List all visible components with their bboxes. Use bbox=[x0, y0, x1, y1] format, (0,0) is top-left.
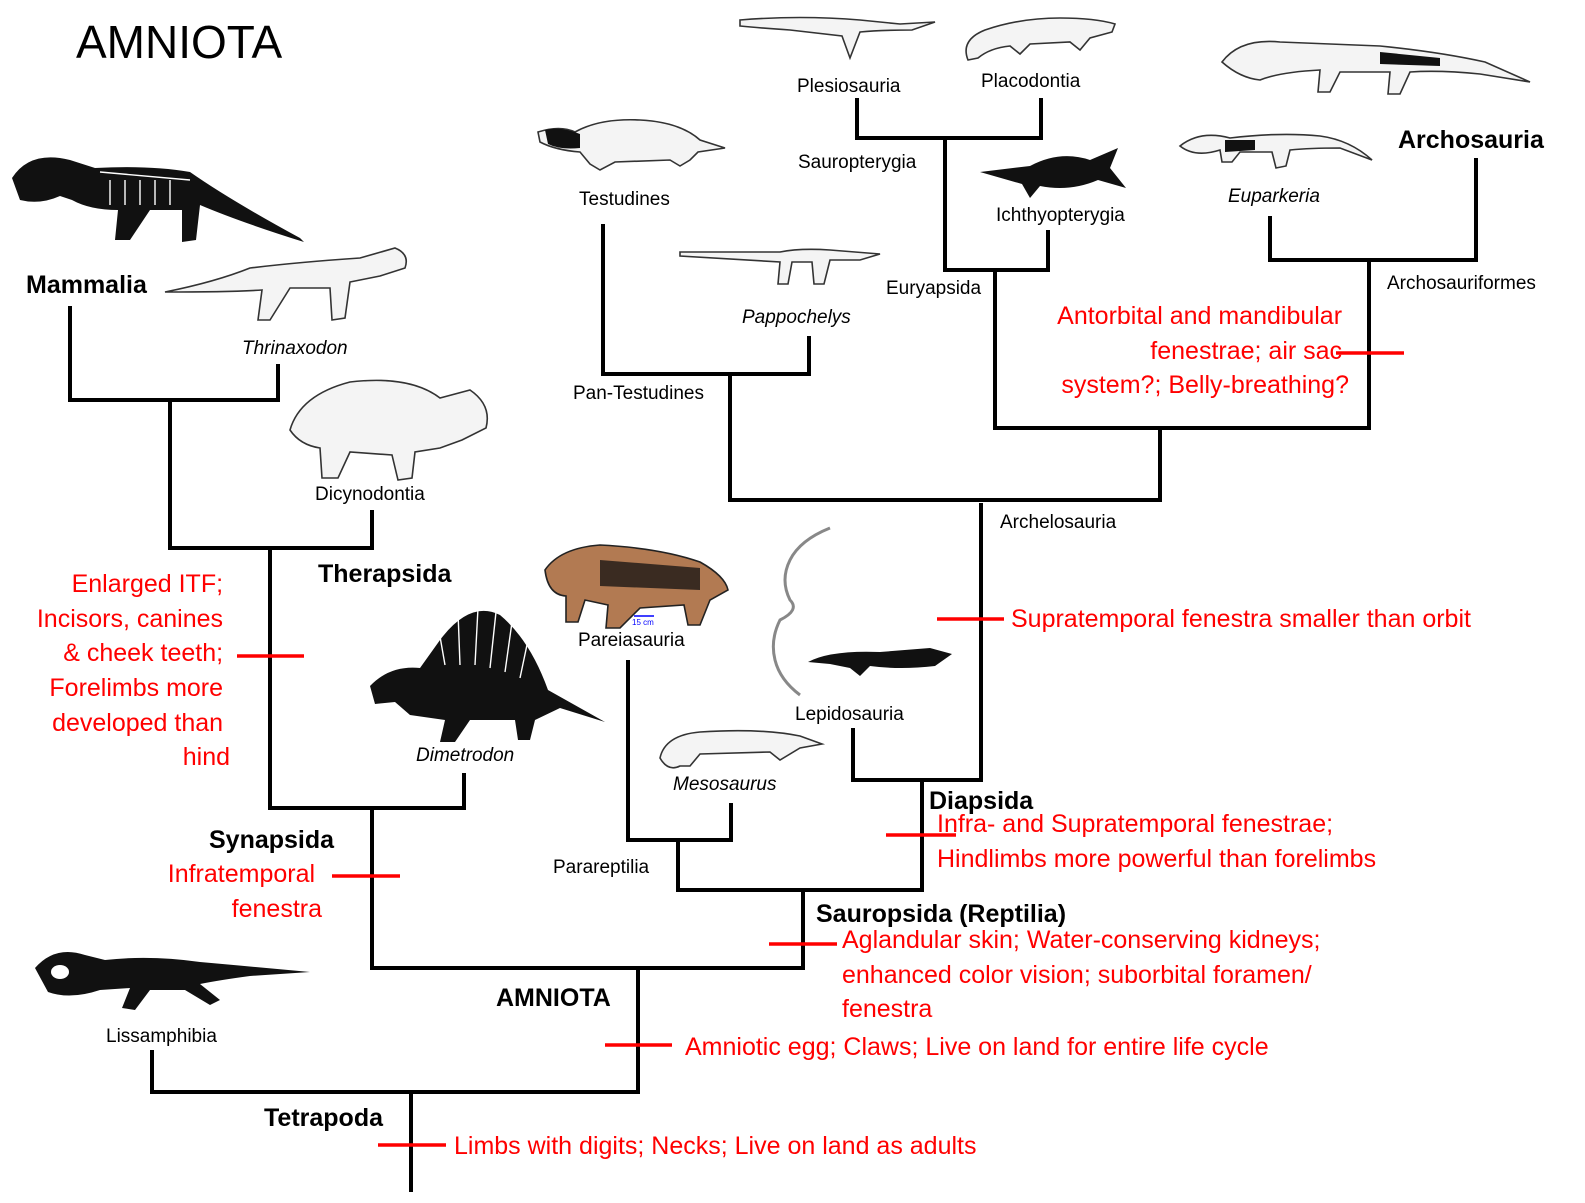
label-sauropsida: Sauropsida (Reptilia) bbox=[816, 900, 1066, 928]
label-synapsida: Synapsida bbox=[209, 826, 335, 854]
synapomorphies-therapsida: Enlarged ITF; Incisors, canines & cheek … bbox=[37, 570, 230, 771]
synapomorphies-synapsida: Infratemporal fenestra bbox=[168, 860, 322, 923]
label-diapsida: Diapsida bbox=[929, 787, 1034, 815]
placodontia-skeleton-illustration bbox=[965, 17, 1117, 61]
label-therapsida: Therapsida bbox=[318, 560, 452, 588]
label-pan-testudines: Pan-Testudines bbox=[573, 383, 704, 404]
diagram-title: AMNIOTA bbox=[76, 16, 282, 68]
synapomorphies-tetrapoda: Limbs with digits; Necks; Live on land a… bbox=[454, 1132, 976, 1160]
synapomorphy-ticks bbox=[237, 351, 1404, 1147]
plesiosauria-skeleton-illustration bbox=[739, 16, 936, 61]
taxon-labels: Mammalia Thrinaxodon Dicynodontia Therap… bbox=[26, 71, 1545, 1132]
synapomorphies-sauropsida: Aglandular skin; Water-conserving kidney… bbox=[842, 926, 1327, 1023]
label-dicynodontia: Dicynodontia bbox=[315, 484, 425, 505]
scale-bar-label: 15 cm bbox=[632, 618, 654, 627]
lissamphibia-skeleton-illustration bbox=[35, 951, 310, 1010]
label-sauropterygia: Sauropterygia bbox=[798, 152, 917, 173]
dimetrodon-skeleton-illustration bbox=[370, 607, 605, 742]
synapomorphies-amniota: Amniotic egg; Claws; Live on land for en… bbox=[685, 1033, 1269, 1061]
label-thrinaxodon: Thrinaxodon bbox=[242, 338, 348, 359]
label-lissamphibia: Lissamphibia bbox=[106, 1026, 217, 1047]
label-amniota-node: AMNIOTA bbox=[496, 984, 611, 1012]
synapomorphies-archosauriformes: Antorbital and mandibular fenestrae; air… bbox=[1057, 302, 1349, 399]
label-mammalia: Mammalia bbox=[26, 271, 148, 299]
label-archosauriformes: Archosauriformes bbox=[1387, 273, 1536, 294]
label-tetrapoda: Tetrapoda bbox=[264, 1104, 384, 1132]
label-dimetrodon: Dimetrodon bbox=[416, 745, 514, 766]
label-pappochelys: Pappochelys bbox=[742, 307, 851, 328]
synapomorphies-diapsida: Infra- and Supratemporal fenestrae; Hind… bbox=[937, 810, 1376, 873]
mammalia-skeleton-illustration bbox=[12, 157, 304, 242]
label-placodontia: Placodontia bbox=[981, 71, 1081, 92]
label-lepidosauria: Lepidosauria bbox=[795, 704, 904, 725]
synapomorphy-labels: Enlarged ITF; Incisors, canines & cheek … bbox=[37, 302, 1471, 1160]
label-pareiasauria: Pareiasauria bbox=[578, 630, 685, 651]
label-archelosauria: Archelosauria bbox=[1000, 512, 1117, 533]
label-ichthyopterygia: Ichthyopterygia bbox=[996, 205, 1125, 226]
label-euryapsida: Euryapsida bbox=[886, 278, 981, 299]
euparkeria-skeleton-illustration bbox=[1178, 133, 1373, 169]
label-euparkeria: Euparkeria bbox=[1228, 186, 1320, 207]
thrinaxodon-skeleton-illustration bbox=[164, 247, 408, 321]
tree-branches bbox=[68, 98, 1478, 1192]
label-mesosaurus: Mesosaurus bbox=[673, 774, 777, 795]
label-parareptilia: Parareptilia bbox=[553, 857, 650, 878]
dicynodontia-skeleton-illustration bbox=[289, 379, 489, 481]
ichthyopterygia-skeleton-illustration bbox=[980, 148, 1126, 198]
pareiasauria-skeleton-illustration: 15 cm bbox=[544, 544, 729, 629]
lepidosauria-skeleton-illustration bbox=[771, 526, 952, 697]
label-archosauria: Archosauria bbox=[1398, 126, 1545, 154]
testudines-skeleton-illustration bbox=[537, 118, 726, 171]
mesosaurus-skeleton-illustration bbox=[659, 729, 826, 769]
archosauria-skeleton-illustration bbox=[1220, 40, 1531, 95]
synapomorphies-archelosauria: Supratemporal fenestra smaller than orbi… bbox=[1011, 605, 1471, 633]
pappochelys-skeleton-illustration bbox=[679, 248, 881, 285]
label-plesiosauria: Plesiosauria bbox=[797, 76, 901, 97]
label-testudines: Testudines bbox=[579, 189, 670, 210]
